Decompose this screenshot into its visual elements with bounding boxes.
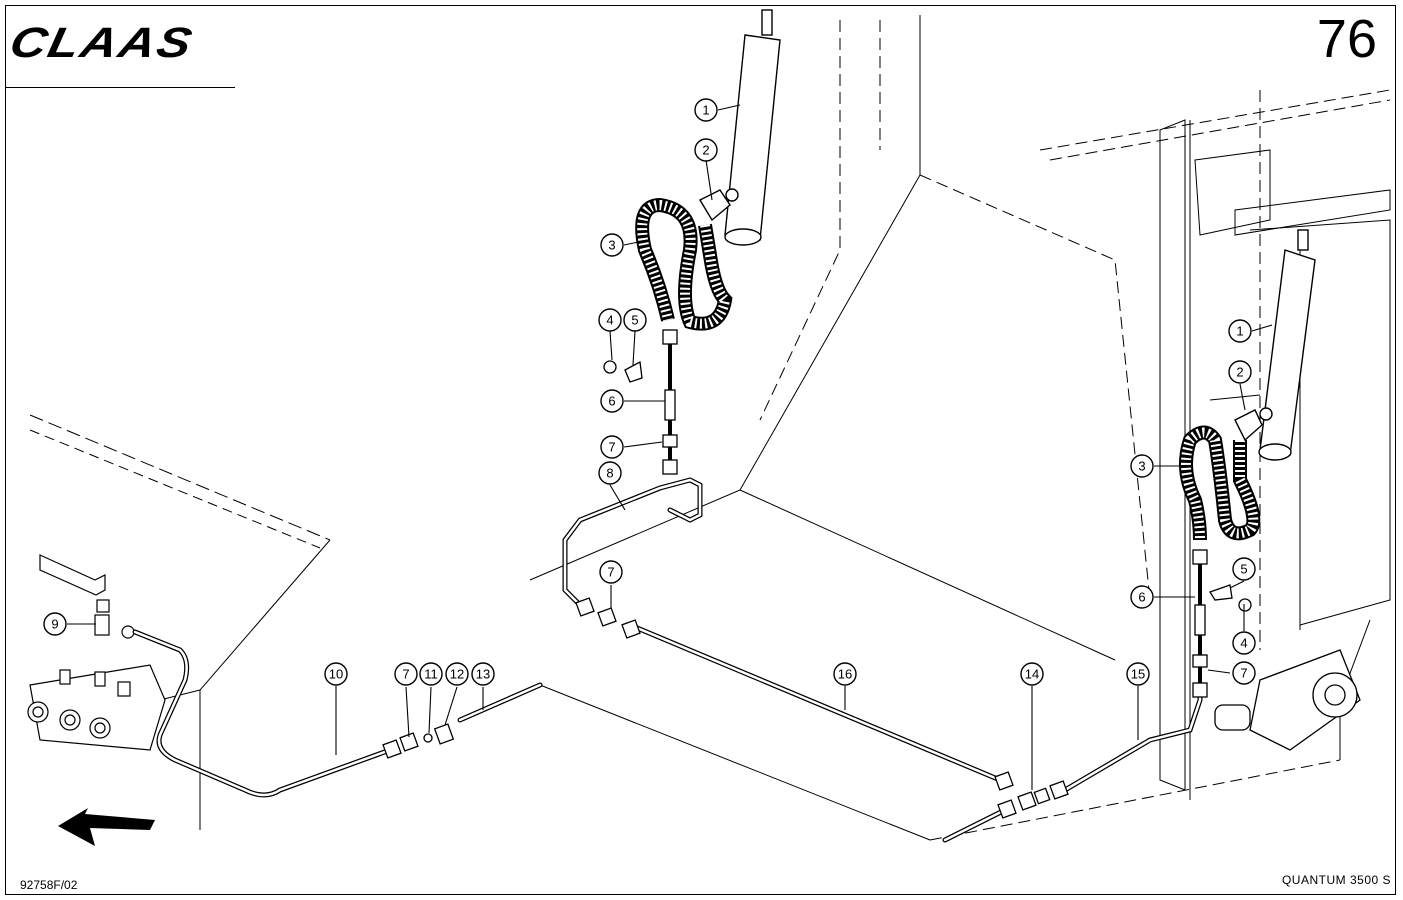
callout-label: 2 <box>1236 365 1243 380</box>
callout-label: 3 <box>608 238 615 253</box>
callout-label: 11 <box>424 667 438 682</box>
callout-nut-12[interactable]: 12 <box>445 662 469 686</box>
callout-label: 3 <box>1138 459 1145 474</box>
callout-label: 4 <box>606 313 613 328</box>
hydraulic-hoses <box>635 197 1261 541</box>
callout-leaders <box>67 104 1273 790</box>
pipe-inner-lines <box>133 478 1202 842</box>
callout-pipe-13[interactable]: 13 <box>471 662 495 686</box>
callout-label: 7 <box>608 440 615 455</box>
callout-mid-union[interactable]: 7 <box>599 560 623 584</box>
document-number: 92758F/02 <box>20 878 78 892</box>
callout-left-screw[interactable]: 4 <box>598 308 622 332</box>
machine-frame-outline <box>29 15 1391 841</box>
callout-label: 7 <box>607 565 614 580</box>
callout-left-elbow[interactable]: 2 <box>694 138 718 162</box>
callout-pipe-10[interactable]: 10 <box>324 662 348 686</box>
callout-label: 15 <box>1131 667 1145 682</box>
callout-label: 9 <box>51 617 58 632</box>
callout-right-screw[interactable]: 4 <box>1232 631 1256 655</box>
callout-left-union-upper[interactable]: 7 <box>600 435 624 459</box>
hydraulic-cylinders <box>699 9 1316 461</box>
callout-label: 13 <box>476 667 490 682</box>
callout-label: 10 <box>329 667 343 682</box>
callout-label: 5 <box>1240 562 1247 577</box>
hydraulic-pump <box>1214 649 1361 751</box>
callout-right-hose[interactable]: 3 <box>1130 454 1154 478</box>
callout-label: 6 <box>1138 590 1145 605</box>
callout-label: 16 <box>838 667 852 682</box>
callout-label: 5 <box>631 313 638 328</box>
callout-left-cylinder[interactable]: 1 <box>694 98 718 122</box>
pipe-fittings <box>382 329 1252 819</box>
callout-left-clamp[interactable]: 5 <box>623 308 647 332</box>
callout-label: 7 <box>402 667 409 682</box>
model-name: QUANTUM 3500 S <box>1281 873 1391 887</box>
callout-right-clamp[interactable]: 5 <box>1232 557 1256 581</box>
callout-right-union[interactable]: 7 <box>1232 661 1256 685</box>
direction-arrow-icon <box>58 808 155 846</box>
callout-fitting-14[interactable]: 14 <box>1020 662 1044 686</box>
callout-valve-tee[interactable]: 9 <box>43 612 67 636</box>
callout-label: 6 <box>608 394 615 409</box>
callout-right-cylinder[interactable]: 1 <box>1228 319 1252 343</box>
callout-seal-11[interactable]: 11 <box>419 662 443 686</box>
callout-label: 4 <box>1240 636 1247 651</box>
callout-label: 14 <box>1025 667 1039 682</box>
callout-label: 12 <box>450 667 464 682</box>
callout-pipe-16[interactable]: 16 <box>833 662 857 686</box>
callout-left-pipe-bent[interactable]: 8 <box>598 461 622 485</box>
callout-label: 2 <box>702 143 709 158</box>
callout-bottom-union[interactable]: 7 <box>394 662 418 686</box>
header-rule <box>5 87 235 88</box>
drawing-frame <box>5 5 1396 895</box>
callout-right-pipe-section[interactable]: 6 <box>1130 585 1154 609</box>
callout-label: 1 <box>1236 324 1243 339</box>
callout-label: 1 <box>702 103 709 118</box>
callout-right-elbow[interactable]: 2 <box>1228 360 1252 384</box>
callout-left-pipe-section[interactable]: 6 <box>600 389 624 413</box>
callout-label: 7 <box>1240 666 1247 681</box>
control-valve-block <box>27 554 166 751</box>
callout-left-hose[interactable]: 3 <box>600 233 624 257</box>
callout-pipe-15[interactable]: 15 <box>1126 662 1150 686</box>
callout-label: 8 <box>606 466 613 481</box>
page-number: 76 <box>1316 9 1377 69</box>
